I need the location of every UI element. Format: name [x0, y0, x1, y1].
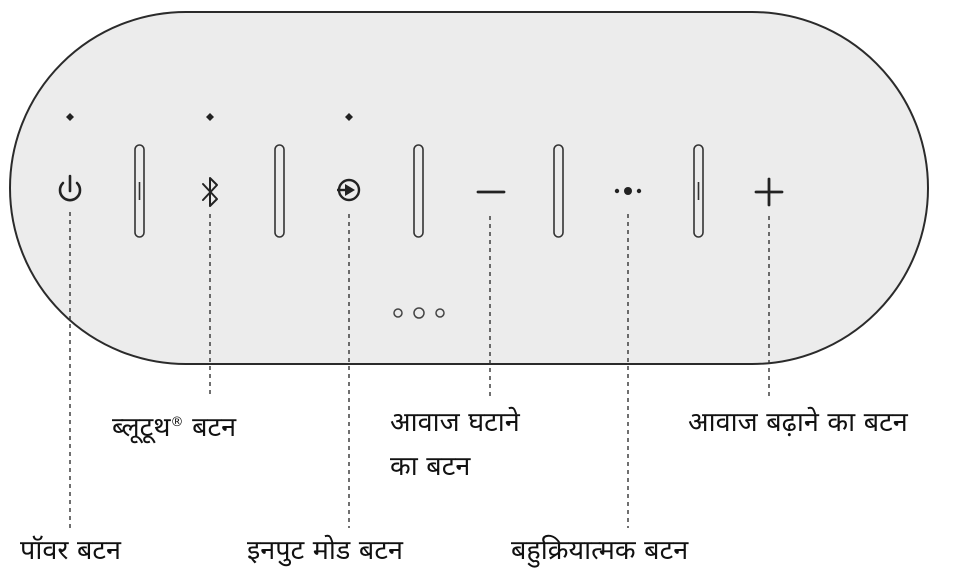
leader-lines	[69, 212, 770, 528]
bluetooth-registered-mark: ®	[170, 415, 184, 430]
volume-down-label-line1: आवाज घटाने	[390, 407, 520, 438]
power-button-label: पॉवर बटन	[20, 535, 121, 566]
power-indicator	[66, 113, 74, 121]
input-mode-indicator	[345, 113, 353, 121]
volume-up-icon[interactable]	[754, 177, 784, 207]
separator	[134, 144, 145, 238]
bluetooth-button-label: ब्लूटूथ® बटन	[112, 403, 236, 448]
speaker-top-panel	[9, 11, 929, 365]
bluetooth-label-suffix: बटन	[183, 412, 237, 443]
bluetooth-icon[interactable]	[202, 177, 218, 207]
separator	[413, 144, 424, 238]
indicator-dots	[393, 307, 445, 319]
bluetooth-label-main: ब्लूटूथ	[112, 412, 171, 443]
multifunction-icon[interactable]	[614, 187, 642, 195]
input-mode-icon[interactable]	[337, 178, 361, 202]
button-separators	[134, 144, 704, 238]
input-mode-button-label: इनपुट मोड बटन	[247, 535, 403, 566]
separator	[274, 144, 285, 238]
volume-down-label-line2: का बटन	[390, 451, 471, 482]
separator	[693, 144, 704, 238]
power-icon[interactable]	[58, 174, 82, 202]
status-indicators	[66, 113, 353, 121]
bluetooth-indicator	[206, 113, 214, 121]
multifunction-button-label: बहुक्रियात्मक बटन	[511, 535, 689, 566]
separator	[553, 144, 564, 238]
volume-up-label: आवाज बढ़ाने का बटन	[688, 407, 908, 438]
